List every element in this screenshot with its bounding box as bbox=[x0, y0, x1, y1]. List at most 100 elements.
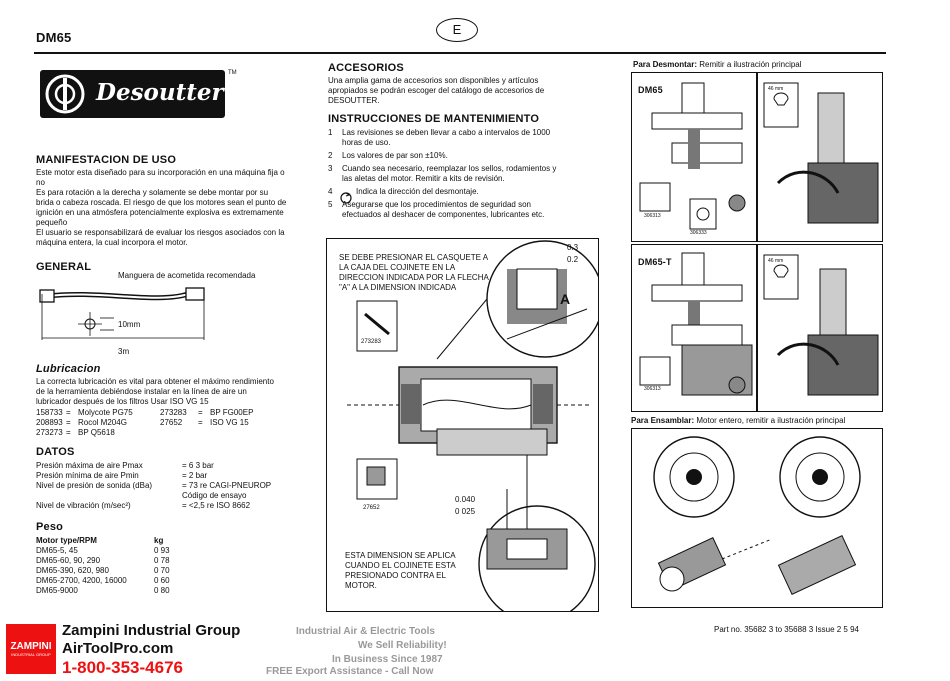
panel-dm65-right: 46 mm bbox=[757, 72, 883, 242]
maint-number: 1 bbox=[328, 128, 333, 137]
tagline-4: FREE Export Assistance - Call Now bbox=[266, 666, 434, 677]
maint-line: horas de uso. bbox=[342, 138, 391, 147]
acc-line: DESOUTTER. bbox=[328, 96, 380, 105]
lub-text: La correcta lubricación es vital para ob… bbox=[36, 377, 306, 407]
manifest-heading: MANIFESTACION DE USO bbox=[36, 154, 177, 166]
dm65t-drawing bbox=[639, 252, 753, 396]
datos-row-cell: Presión máxima de aire Pmax bbox=[36, 461, 143, 470]
acc-text: Una amplia gama de accesorios son dispon… bbox=[328, 76, 588, 106]
lub-row-cell: = bbox=[198, 418, 203, 427]
datos-row-cell: = 73 re CAGI-PNEUROP bbox=[182, 481, 272, 490]
dim-mid-1: 0.040 bbox=[455, 495, 476, 504]
assemble-caption: Para Ensamblar: Motor entero, remitir a … bbox=[631, 416, 846, 425]
logo-wordmark: Desoutter bbox=[96, 79, 224, 106]
panel-dm65-left: DM65 306313 306333 bbox=[631, 72, 757, 242]
peso-heading: Peso bbox=[36, 521, 64, 533]
model-heading: DM65 bbox=[36, 30, 72, 45]
lub-row-cell bbox=[198, 428, 210, 438]
lub-row-cell: 208893 bbox=[36, 418, 63, 427]
lub-row-cell: Molycote PG75 bbox=[78, 408, 133, 417]
datos-row: Nivel de presión de sonida (dBa)= 73 re … bbox=[36, 481, 306, 491]
dm65t-wrench-drawing bbox=[763, 254, 879, 396]
manifest-line: El usuario se responsabilizará de evalua… bbox=[36, 228, 285, 237]
arrow-a-label: A bbox=[560, 291, 571, 307]
size-46mm-b: 46 mm bbox=[768, 258, 784, 264]
peso-header-cell: kg bbox=[154, 536, 164, 545]
peso-row-cell: DM65-60, 90, 290 bbox=[36, 556, 101, 565]
maint-item: 1 Las revisiones se deben llevar a cabo a… bbox=[328, 128, 590, 148]
manifest-text: Este motor esta diseñado para su incorpo… bbox=[36, 168, 304, 248]
trademark: TM bbox=[228, 70, 237, 76]
peso-row: DM65-390, 620, 980 0 70 bbox=[36, 566, 216, 576]
hose-caption: Manguera de acometida recomendada bbox=[118, 271, 256, 280]
panel-dm65t-left: DM65-T 306313 bbox=[631, 244, 757, 412]
maint-text: Los valores de par son ±10%. bbox=[342, 151, 448, 161]
maint-line: Asegurarse que los procedimientos de seg… bbox=[342, 200, 532, 209]
general-heading: GENERAL bbox=[36, 261, 92, 273]
dim-mid-2: 0 025 bbox=[455, 507, 476, 516]
lub-heading: Lubricacion bbox=[36, 363, 101, 375]
maint-item: 4 Indica la dirección del desmontaje. bbox=[328, 187, 590, 197]
lub-row-cell: Rocol M204G bbox=[78, 418, 127, 427]
datos-row-cell: = 2 bar bbox=[182, 471, 208, 480]
maint-list: 1 Las revisiones se deben llevar a cabo a… bbox=[328, 128, 590, 223]
tagline-2: We Sell Reliability! bbox=[358, 640, 447, 651]
desoutter-logo: Desoutter bbox=[40, 70, 225, 118]
badge-bottom: INDUSTRIAL GROUP bbox=[11, 652, 51, 657]
maint-line: Las revisiones se deben llevar a cabo a … bbox=[342, 128, 551, 137]
lub-row-cell: = bbox=[66, 408, 71, 417]
lub-line: lubricador después de los filtros Usar I… bbox=[36, 397, 209, 406]
peso-row-cell: DM65-2700, 4200, 16000 bbox=[36, 576, 127, 585]
datos-row-cell: = 6 3 bar bbox=[182, 461, 214, 470]
press-line: DIRECCION INDICADA POR LA FLECHA bbox=[339, 273, 489, 282]
lub-row-cell: = bbox=[66, 418, 71, 427]
bearing-drawing bbox=[347, 240, 598, 611]
part-27652: 27652 bbox=[363, 505, 380, 511]
part-number: Part no. 35682 3 to 35688 3 Issue 2 5 94 bbox=[714, 625, 859, 634]
datos-row: Presión máxima de aire Pmax = 6 3 bar bbox=[36, 461, 306, 471]
acc-line: Una amplia gama de accesorios son dispon… bbox=[328, 76, 539, 85]
press-line: LA CAJA DEL COJINETE EN LA bbox=[339, 263, 456, 272]
maint-line: Indica la dirección del desmontaje. bbox=[356, 187, 479, 196]
apply-line: MOTOR. bbox=[345, 581, 377, 590]
manifest-line: no bbox=[36, 178, 45, 187]
maint-item: 2 Los valores de par son ±10%. bbox=[328, 151, 590, 161]
dm65-drawing bbox=[639, 82, 746, 230]
peso-row-cell: 0 70 bbox=[154, 566, 170, 575]
lub-line: de la herramienta debiéndose instalar en… bbox=[36, 387, 247, 396]
panel-dm65t-right: 46 mm bbox=[757, 244, 883, 412]
zampini-badge: ZAMPINI INDUSTRIAL GROUP bbox=[6, 624, 56, 674]
language-badge: E bbox=[436, 18, 478, 42]
dim-3m: 3m bbox=[118, 347, 130, 356]
lub-line: La correcta lubricación es vital para ob… bbox=[36, 377, 274, 386]
maint-text: Cuando sea necesario, reemplazar los sel… bbox=[342, 164, 556, 184]
peso-row-cell: DM65-390, 620, 980 bbox=[36, 566, 109, 575]
lub-row-cell: BP Q5618 bbox=[78, 428, 115, 437]
tagline-1: Industrial Air & Electric Tools bbox=[296, 626, 435, 637]
datos-row-cell: Código de ensayo bbox=[182, 491, 247, 500]
apply-line: PRESIONADO CONTRA EL bbox=[345, 571, 446, 580]
maint-number: 5 bbox=[328, 200, 333, 209]
datos-row-cell: Presión mínima de aire Pmin bbox=[36, 471, 139, 480]
lub-row-cell: 273283 bbox=[160, 408, 187, 417]
hose-diagram bbox=[39, 287, 205, 340]
maint-line: las aletas del motor. Remitir a kits de … bbox=[342, 174, 505, 183]
peso-row-cell: 0 78 bbox=[154, 556, 170, 565]
datos-row-cell: = <2,5 re ISO 8662 bbox=[182, 501, 251, 510]
peso-row-cell: DM65-5, 45 bbox=[36, 546, 78, 555]
maint-number: 2 bbox=[328, 151, 333, 160]
tagline-3: In Business Since 1987 bbox=[332, 654, 443, 665]
lub-row-cell: = bbox=[198, 408, 203, 417]
dim-top-1: 0.3 bbox=[567, 243, 579, 252]
company-phone[interactable]: 1-800-353-4676 bbox=[62, 658, 183, 677]
company-site[interactable]: AirToolPro.com bbox=[62, 640, 174, 657]
logo-mark-icon bbox=[45, 74, 85, 114]
maint-number: 4 bbox=[328, 187, 333, 196]
lub-row-cell: 27652 bbox=[160, 418, 183, 427]
datos-row: Nivel de vibración (m/sec²)= <2,5 re ISO… bbox=[36, 501, 306, 511]
